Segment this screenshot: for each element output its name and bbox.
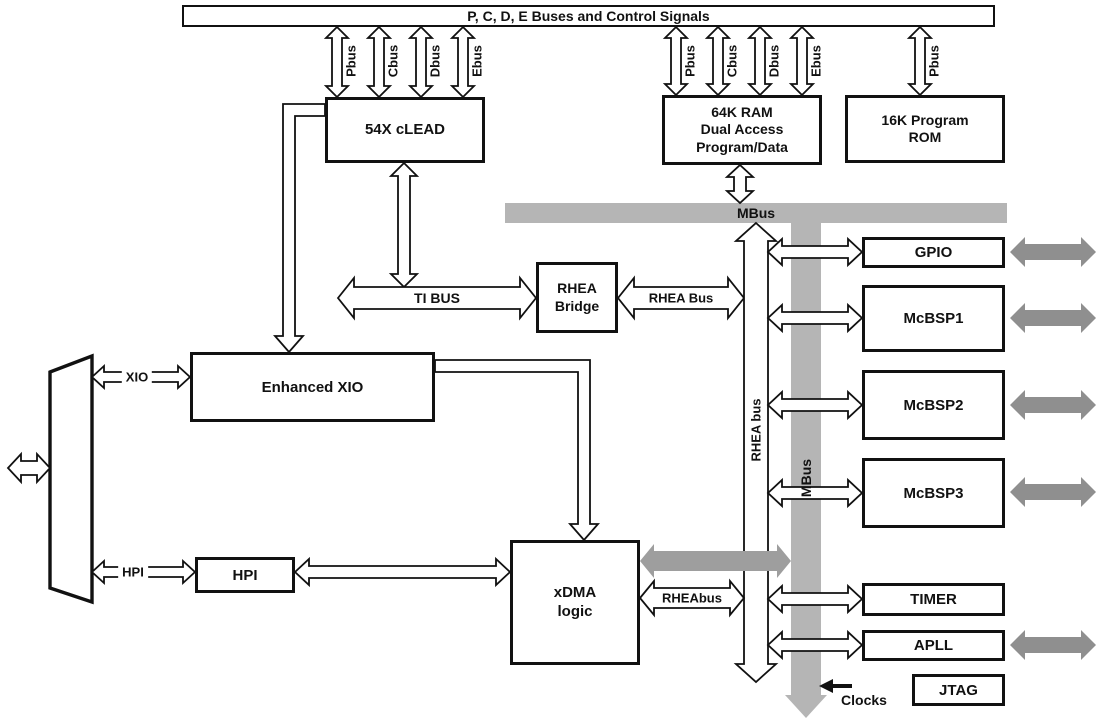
block-timer-label: TIMER <box>910 591 957 608</box>
block-hpi: HPI <box>195 557 295 593</box>
bus-label-cpu-dbus: Dbus <box>427 44 443 78</box>
block-mcbsp3-label: McBSP3 <box>903 484 964 502</box>
mbus-vertical-bar <box>791 223 821 695</box>
block-gpio-label: GPIO <box>914 244 953 261</box>
block-enhanced-xio-label: Enhanced XIO <box>261 378 364 396</box>
bus-label-ram-pbus: Pbus <box>682 45 698 77</box>
bus-label-cpu-ebus: Ebus <box>469 45 485 77</box>
bus-label-ram-dbus: Dbus <box>766 44 782 78</box>
block-16k-rom: 16K Program ROM <box>845 95 1005 163</box>
block-mcbsp2: McBSP2 <box>862 370 1005 440</box>
block-hpi-label: HPI <box>232 566 258 584</box>
block-mcbsp1-label: McBSP1 <box>903 310 964 327</box>
block-enhanced-xio: Enhanced XIO <box>190 352 435 422</box>
mbus-horizontal-label: MBus <box>736 205 776 221</box>
block-mcbsp2-label: McBSP2 <box>903 396 964 414</box>
block-timer: TIMER <box>862 583 1005 616</box>
block-54x-clead-label: 54X cLEAD <box>364 120 446 138</box>
block-jtag: JTAG <box>912 674 1005 706</box>
block-16k-rom-label: 16K Program ROM <box>881 111 969 146</box>
bus-label-cpu-pbus: Pbus <box>343 45 359 77</box>
ti-bus-label: TI BUS <box>414 290 460 306</box>
rhea-bus-label: RHEA Bus <box>648 290 714 306</box>
block-64k-ram-label: 64K RAM Dual Access Program/Data <box>696 103 788 155</box>
block-apll-label: APLL <box>913 637 954 654</box>
rheabus-label: RHEAbus <box>662 590 722 606</box>
block-rhea-bridge: RHEA Bridge <box>536 262 618 333</box>
hpi-bus-label: HPI <box>118 564 148 580</box>
mbus-vertical-label: MBus <box>798 458 814 498</box>
block-rhea-bridge-label: RHEA Bridge <box>554 280 600 314</box>
bus-label-cpu-cbus: Cbus <box>385 44 401 78</box>
clocks-label: Clocks <box>841 692 887 708</box>
block-gpio: GPIO <box>862 237 1005 268</box>
bus-label-rom-pbus: Pbus <box>926 45 942 77</box>
block-mcbsp1: McBSP1 <box>862 285 1005 352</box>
block-mcbsp3: McBSP3 <box>862 458 1005 528</box>
bus-control-signals-bar: P, C, D, E Buses and Control Signals <box>182 5 995 27</box>
xio-bus-label: XIO <box>121 369 153 385</box>
block-xdma-logic-label: xDMA logic <box>553 583 597 620</box>
bus-control-signals-label: P, C, D, E Buses and Control Signals <box>467 8 710 24</box>
block-xdma-logic: xDMA logic <box>510 540 640 665</box>
block-54x-clead: 54X cLEAD <box>325 97 485 163</box>
bus-label-ram-cbus: Cbus <box>724 44 740 78</box>
block-apll: APLL <box>862 630 1005 661</box>
bus-label-ram-ebus: Ebus <box>808 45 824 77</box>
rhea-bus-vertical-label: RHEA bus <box>748 398 764 462</box>
block-jtag-label: JTAG <box>939 681 978 699</box>
block-64k-ram: 64K RAM Dual Access Program/Data <box>662 95 822 165</box>
mbus-horizontal-bar: MBus <box>505 203 1007 223</box>
